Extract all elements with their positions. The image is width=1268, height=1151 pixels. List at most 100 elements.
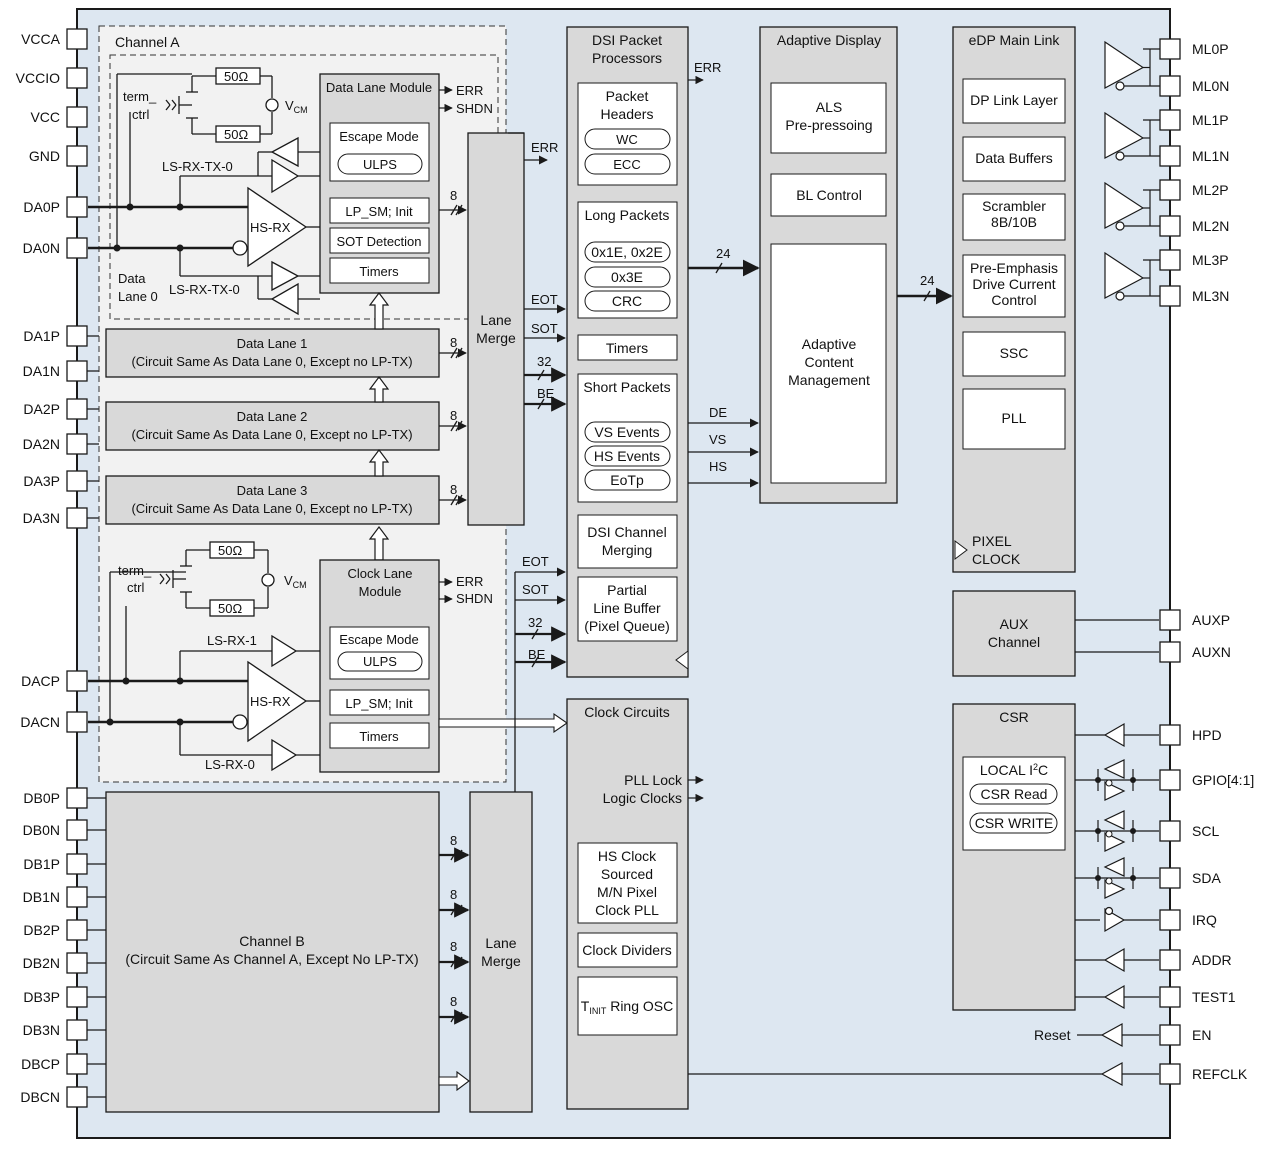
sot-detection-label: SOT Detection [336,234,421,249]
io-junction [1130,828,1136,834]
sig-24-edp: 24 [920,273,934,288]
timers-box-lane0 [329,257,430,284]
edp-driver [1104,181,1145,229]
bus8-b0: 8 [450,833,457,848]
edp-differential-drivers [1104,40,1160,301]
lane0-termination [116,67,279,248]
pin-label: DA0P [23,199,60,215]
pin-label: DA1N [23,363,60,379]
tinit-osc-box [577,976,678,1036]
pin-label: DB2N [23,955,60,971]
bus8-b2: 8 [450,939,457,954]
svg-text:Data Lane 2: Data Lane 2 [237,409,308,424]
bus8-b1: 8 [450,887,457,902]
edp-driver-bubble [1115,151,1125,161]
pin-dbcn [66,1086,88,1108]
sig-eot-a: EOT [531,292,558,307]
lp-sm-label: LP_SM; Init [345,204,413,219]
pin-label: DA1P [23,328,60,344]
pin-label: GPIO[4:1] [1192,772,1254,788]
pin-db1p [66,853,88,875]
pin-label: DACN [20,714,60,730]
lane0-junctions [113,203,184,252]
short-packet-item: HS Events [594,448,660,464]
ecc-label: ECC [613,157,640,172]
pin-da1p [66,325,88,347]
csr-title: CSR [999,709,1029,725]
channel-b-label: Channel B(Circuit Same As Channel A, Exc… [125,933,418,967]
io-input-buffer [1103,759,1125,779]
pin-auxn [1159,641,1181,663]
pin-vcca [66,28,88,50]
vcm-label: VCM [285,98,308,115]
clock-timers-box [329,722,430,749]
io-bubble [1105,877,1113,885]
clock-res-bottom: 50Ω [218,601,242,616]
wc-label: WC [616,132,638,147]
clock-lp-sm-box [329,689,430,716]
clock-res-top: 50Ω [218,543,242,558]
edp-driver-bubble [1115,81,1125,91]
pin-da3p [66,470,88,492]
ssc-box [962,331,1066,377]
pin-dacp [66,670,88,692]
pin-label: DA3N [23,510,60,526]
pin-addr [1159,949,1181,971]
sig-eot-b: EOT [522,554,549,569]
long-packet-pill [584,266,671,288]
pin-label: EN [1192,1027,1211,1043]
pin-label: DA2P [23,401,60,417]
io-junction [1130,875,1136,881]
channel-a-title: Channel A [115,34,180,50]
pixel-clock-triangle [954,540,968,560]
edp-driver-bubble [1115,221,1125,231]
ls-rx-1-label: LS-RX-1 [207,633,257,648]
pin-label: ML2N [1192,218,1229,234]
pin-ml1n [1159,145,1181,167]
pin-vccio [66,67,88,89]
bus8-lane1: 8 [450,335,457,350]
ls-rx-tx-0-top: LS-RX-TX-0 [162,159,233,174]
pin-label: GND [29,148,60,164]
clock-ulps-label: ULPS [363,654,397,669]
pin-scl [1159,820,1181,842]
dp-link-layer-label: DP Link Layer [970,92,1058,108]
pll-box [962,388,1066,450]
pin-db3n [66,1019,88,1041]
adaptive-to-edp [897,287,953,305]
clock-circuits-title: Clock Circuits [584,704,670,720]
pin-en [1159,1024,1181,1046]
pin-db3p [66,986,88,1008]
io-bubble [1105,779,1113,787]
csr-write-label: CSR WRITE [975,815,1054,831]
ls-rx-0-label: LS-RX-0 [205,757,255,772]
pin-label: DB0N [23,822,60,838]
channel-b-block [105,791,440,1113]
pin-irq [1159,909,1181,931]
pin-label: DB1N [23,889,60,905]
pin-da0p [66,196,88,218]
sig-vs: VS [709,432,727,447]
dsi-err-label: ERR [694,60,721,75]
pin-label: SDA [1192,870,1221,886]
bus8-lane3: 8 [450,482,457,497]
scrambler-box [962,193,1066,241]
pin-label: VCC [30,109,60,125]
pin-db2n [66,952,88,974]
resistor-label-bottom: 50Ω [224,127,248,142]
dlm-shdn-label: SHDN [456,101,493,116]
clm-shdn-label: SHDN [456,591,493,606]
pin-da0n [66,237,88,259]
clock-dividers-label: Clock Dividers [582,942,671,958]
pin-label: DBCN [20,1089,60,1105]
sot-detection-box [329,227,430,254]
long-packet-pill [584,290,671,312]
pin-label: AUXN [1192,644,1231,660]
pin-label: DB3P [23,989,60,1005]
sig-32-a: 32 [537,354,551,369]
pin-db0p [66,787,88,809]
sig-sot-b: SOT [522,582,549,597]
